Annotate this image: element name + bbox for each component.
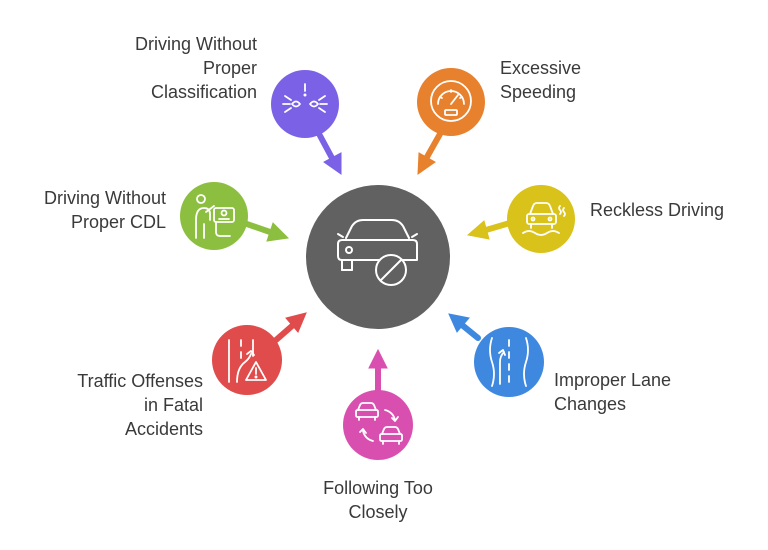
node-classification	[271, 70, 339, 138]
label-line: Classification	[150, 82, 257, 102]
car-prohibited-icon	[337, 219, 418, 286]
node-fatal	[212, 325, 282, 395]
label-line: Excessive	[500, 58, 582, 78]
arrow-speeding	[417, 131, 443, 175]
node-speeding	[417, 68, 485, 136]
arrow-fatal	[273, 312, 307, 343]
lane-change-icon	[489, 337, 529, 387]
arrow-lane	[448, 313, 481, 341]
label-line: Accidents	[124, 419, 203, 439]
node-cdl	[180, 182, 248, 250]
label-line: Traffic Offenses	[77, 371, 203, 391]
speedometer-icon	[430, 80, 472, 122]
label-line: Reckless Driving	[590, 200, 725, 220]
label-speeding: Excessive Speeding	[500, 56, 581, 104]
arrow-classification	[315, 129, 342, 175]
arrow-reckless	[466, 220, 513, 240]
label-line: Closely	[348, 502, 408, 522]
center-node	[306, 185, 450, 329]
headlights-warning-icon	[282, 83, 328, 113]
label-lane: Improper Lane Changes	[554, 368, 671, 416]
road-warning-icon	[228, 339, 267, 383]
car-skid-icon	[522, 202, 566, 236]
node-lane	[474, 327, 544, 397]
label-fatal: Traffic Offenses in Fatal Accidents	[77, 369, 203, 441]
cars-following-icon	[355, 402, 403, 445]
label-line: in Fatal	[143, 395, 203, 415]
node-following	[343, 390, 413, 460]
arrow-cdl	[241, 220, 290, 242]
label-line: Proper	[202, 58, 257, 78]
label-classification: Driving Without Proper Classification	[135, 32, 257, 104]
label-reckless: Reckless Driving	[590, 198, 724, 222]
label-line: Improper Lane	[554, 370, 672, 390]
label-line: Proper CDL	[70, 212, 166, 232]
label-line: Driving Without	[134, 34, 257, 54]
label-cdl: Driving Without Proper CDL	[44, 186, 166, 234]
label-line: Speeding	[500, 82, 577, 102]
arrow-following	[368, 348, 388, 395]
label-following: Following Too Closely	[288, 476, 468, 524]
label-line: Driving Without	[43, 188, 166, 208]
label-line: Following Too	[323, 478, 433, 498]
node-reckless	[507, 185, 575, 253]
label-line: Changes	[554, 394, 627, 414]
license-check-icon	[195, 194, 235, 239]
